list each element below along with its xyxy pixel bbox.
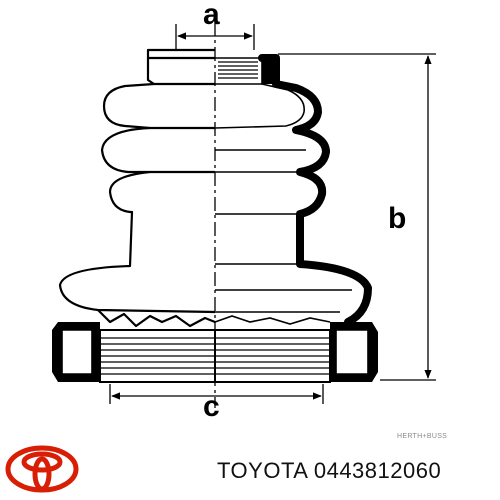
toyota-logo-icon [5,445,79,493]
boot-outline-left [58,48,216,328]
part-number: 0443812060 [313,458,442,483]
cv-boot-technical-drawing [52,22,436,408]
clamp-ring-left [52,322,216,383]
part-caption: TOYOTA 0443812060 [217,458,441,484]
dimension-label-a: a [203,0,220,31]
dimension-a [175,24,255,50]
manufacturer-watermark: HERTH+BUSS [397,433,448,440]
clamp-ring-right [214,315,378,383]
dimension-label-b: b [388,202,407,235]
dimension-c [109,384,324,404]
dimension-b [278,53,436,381]
boot-section-right [214,54,372,326]
dimension-label-c: c [203,390,220,423]
brand-name: TOYOTA [217,458,308,483]
